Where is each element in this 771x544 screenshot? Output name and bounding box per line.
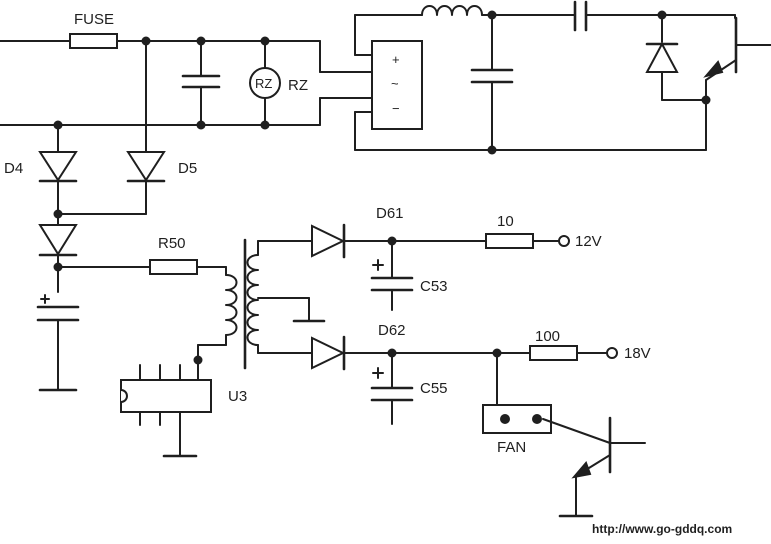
pfc-inductor [421, 5, 483, 16]
d5-label: D5 [178, 160, 197, 177]
out-12v-label: 12V [575, 233, 602, 250]
c55-label: C55 [420, 380, 448, 397]
res-10-label: 10 [497, 213, 514, 230]
series-diode [38, 224, 78, 293]
res-100-label: 100 [535, 328, 560, 345]
d62-label: D62 [378, 322, 406, 339]
transformer [197, 238, 326, 381]
fuse [69, 33, 118, 49]
fan-label: FAN [497, 439, 526, 456]
fuse-label: FUSE [74, 11, 114, 28]
r50-label: R50 [158, 235, 186, 252]
resistor-10 [485, 233, 534, 249]
terminal-12v [558, 235, 570, 247]
u3-label: U3 [228, 388, 247, 405]
thermistor-label: RZ [288, 77, 308, 94]
resistor-r50 [149, 259, 198, 275]
mains-input-top-line [0, 40, 373, 73]
igbt-transistor [645, 14, 771, 101]
bridge-ac: ~ [391, 76, 399, 91]
out-18v-label: 18V [624, 345, 651, 362]
diode-d61 [311, 223, 346, 259]
bridge-rectifier [371, 40, 423, 130]
d61-label: D61 [376, 205, 404, 222]
capacitor-c53 [370, 240, 414, 311]
bridge-plus: + [392, 52, 400, 67]
source-url: http://www.go-gddq.com [592, 522, 732, 536]
diode-d62 [311, 335, 346, 371]
ic-u3 [120, 364, 212, 458]
aux-capacitor [36, 294, 80, 392]
diode-d5 [57, 151, 166, 215]
c53-label: C53 [420, 278, 448, 295]
terminal-18v [606, 347, 618, 359]
resistor-100 [529, 345, 578, 361]
capacitor-c55 [370, 352, 414, 425]
thermistor-symbol-text: RZ [255, 76, 272, 91]
d4-label: D4 [4, 160, 23, 177]
series-capacitor [573, 0, 736, 32]
rectified-rails [354, 14, 707, 151]
mains-input-bottom-line [0, 97, 373, 126]
fan-transistor [558, 416, 646, 518]
input-capacitor [181, 40, 221, 126]
bulk-capacitor [470, 14, 514, 151]
bridge-minus: − [392, 101, 400, 116]
